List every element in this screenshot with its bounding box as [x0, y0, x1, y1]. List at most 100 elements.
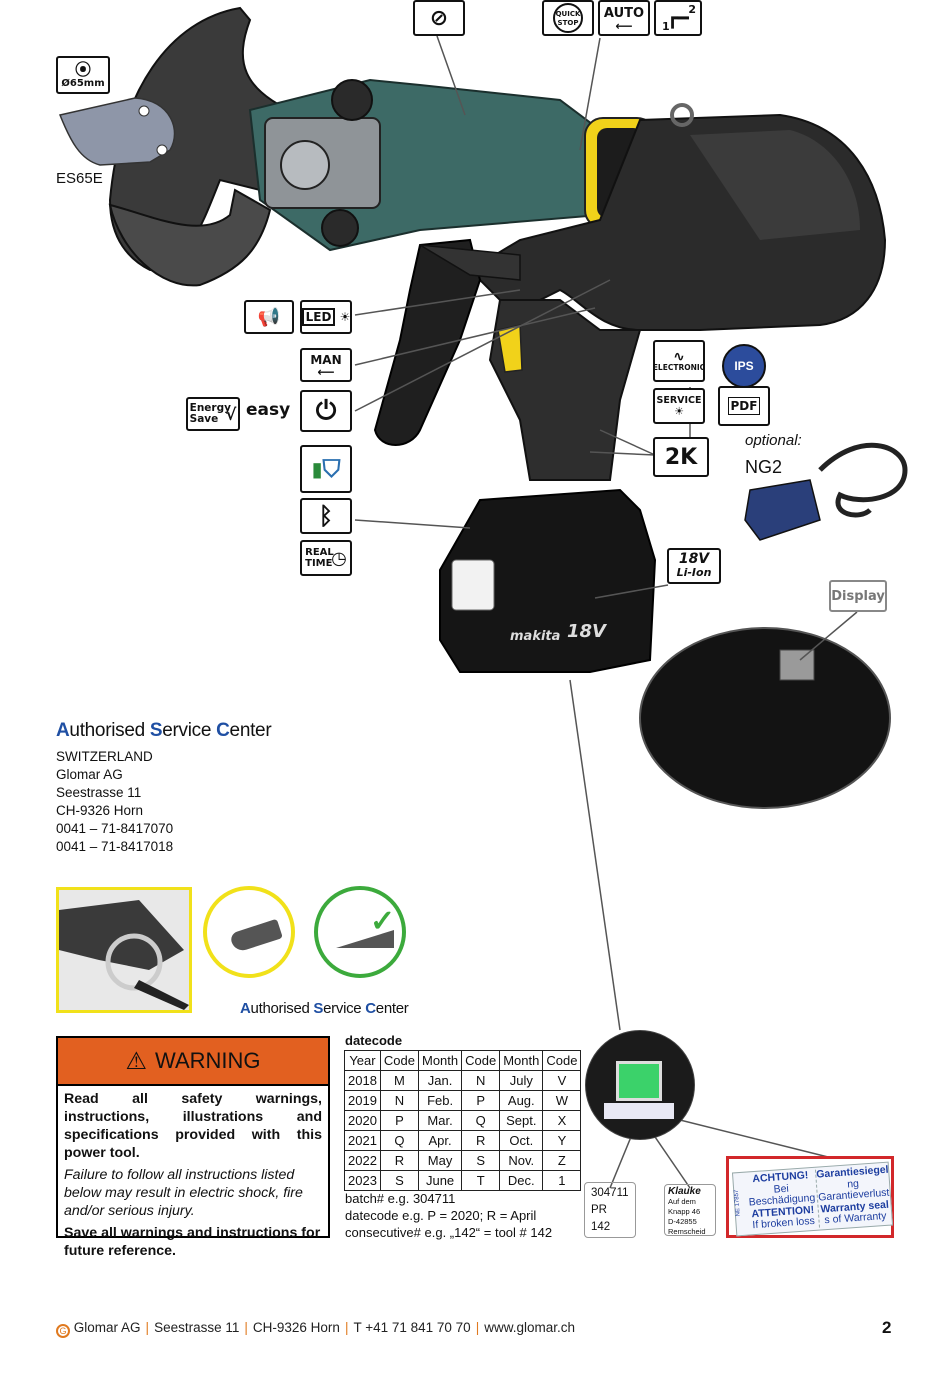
footer-street: Seestrasse 11: [154, 1320, 240, 1335]
warning-bold-1: Read all safety warnings, instructions, …: [64, 1091, 322, 1161]
two-k-icon: 2K: [653, 437, 709, 477]
battery-18v-label: 18V: [678, 551, 710, 567]
glomar-logo-icon: G: [56, 1324, 70, 1338]
man-label: MAN: [310, 353, 342, 367]
datecode-notes: batch# e.g. 304711 datecode e.g. P = 202…: [345, 1190, 552, 1241]
warning-box: ⚠ WARNING Read all safety warnings, inst…: [56, 1036, 330, 1259]
display-zoom-circle: [639, 627, 891, 809]
tag-line-1: 304711: [591, 1187, 629, 1199]
tag-line-3: 142: [591, 1221, 611, 1233]
footer-phone: T +41 71 841 70 70: [353, 1320, 471, 1335]
seal-of-warranty: s of Warranty: [824, 1209, 887, 1227]
quick-stop-label: QUICK STOP: [553, 3, 583, 33]
street: Seestrasse 11: [56, 785, 142, 800]
easy-label: easy: [246, 400, 291, 420]
footer-city: CH-9326 Horn: [252, 1320, 340, 1335]
manual-return-icon: MAN ⟵: [300, 348, 352, 382]
auto-return-icon: AUTO ⟵: [598, 0, 650, 36]
pdf-icon: PDF: [718, 386, 770, 426]
power-icon: ⏻: [300, 390, 352, 432]
stage-lower-label: 1: [662, 20, 670, 33]
warranty-seal: NE 17857 ACHTUNG! Bei Beschädigung ATTEN…: [726, 1156, 894, 1238]
klauke-address: Auf dem Knapp 46: [668, 1197, 701, 1216]
ng2-label: NG2: [745, 457, 783, 477]
stage-upper-label: 2: [688, 3, 696, 16]
energy-save-label: Energy Save: [189, 402, 231, 425]
batch-label-tag: 304711 PR 142: [584, 1182, 636, 1238]
ng2-charger: [744, 479, 821, 541]
tag-line-2: PR: [591, 1204, 607, 1216]
ips-label: IPS: [734, 359, 754, 373]
good-blade-circle: ✓: [314, 886, 406, 978]
two-stage-icon: 2 1 ┏━: [654, 0, 702, 36]
blade-size-label: Ø65mm: [61, 77, 105, 89]
battery-type-label: Li-Ion: [676, 566, 712, 579]
horn-icon: 📢: [244, 300, 294, 334]
tool-handle: [488, 299, 642, 481]
service-center-title: Authorised Service Center: [56, 720, 272, 741]
footer-company: Glomar AG: [73, 1320, 141, 1335]
trigger: [497, 324, 523, 373]
quick-stop-icon: QUICK STOP: [542, 0, 594, 36]
service-center-address: SWITZERLAND Glomar AG Seestrasse 11 CH-9…: [56, 748, 173, 856]
seal-if-broken: If broken loss: [752, 1214, 816, 1232]
electronic-label: ELECTRONIC: [652, 362, 706, 372]
klauke-zip: D-42855: [668, 1217, 697, 1226]
note-consecutive: consecutive# e.g. „142“ = tool # 142: [345, 1225, 553, 1240]
service-icon: SERVICE ☀: [653, 388, 705, 424]
warning-italic: Failure to follow all instructions liste…: [64, 1167, 303, 1219]
led-label: LED: [301, 308, 336, 326]
two-k-label: 2K: [664, 444, 698, 470]
optional-label: optional:: [745, 432, 802, 449]
auto-label: AUTO: [603, 5, 645, 21]
led-icon: LED ☀: [300, 300, 352, 334]
warning-title: WARNING: [155, 1048, 261, 1073]
service-center-caption: Authorised Service Center: [240, 1000, 409, 1017]
blade-inspection-photo: [56, 887, 192, 1013]
worn-blade-circle: [203, 886, 295, 978]
head-bolt: [280, 140, 330, 190]
ip-protection-icon: ▮⛉: [300, 445, 352, 493]
warning-triangle-icon: ⚠: [125, 1047, 147, 1075]
warning-header: ⚠ WARNING: [58, 1038, 328, 1086]
display-icon: Display: [829, 580, 887, 612]
klauke-tag: Klauke Auf dem Knapp 46 D-42855 Remschei…: [664, 1184, 716, 1236]
label-zoom-circle: [585, 1030, 695, 1140]
ips-icon: IPS: [722, 344, 766, 388]
no-manual-pump-icon: ⊘: [413, 0, 465, 36]
klauke-city: Remscheid: [668, 1227, 706, 1236]
phone-2: 0041 – 71-8417018: [56, 839, 174, 854]
display-label: Display: [831, 588, 885, 604]
energy-save-icon: Energy Save√: [186, 397, 240, 431]
footer: G Glomar AG|Seestrasse 11|CH-9326 Horn|T…: [56, 1320, 575, 1338]
check-icon: ✓: [370, 905, 396, 938]
battery-brand: makita: [510, 629, 560, 644]
real-time-label: REAL TIME: [305, 547, 334, 569]
real-time-icon: REAL TIME◷: [300, 540, 352, 576]
city: CH-9326 Horn: [56, 803, 144, 818]
pdf-label: PDF: [727, 397, 761, 415]
country: SWITZERLAND: [56, 749, 153, 764]
blade-size-icon: ⦿ Ø65mm: [56, 56, 110, 94]
datecode-title: datecode: [345, 1033, 403, 1048]
battery-voltage-label: 18V: [567, 621, 608, 642]
seal-side-label: NE 17857: [733, 1189, 742, 1217]
lower-jaw-shape: [108, 188, 272, 287]
note-batch: batch# e.g. 304711: [345, 1191, 456, 1206]
es65e-blade: [58, 97, 176, 166]
service-label: SERVICE: [656, 395, 702, 406]
footer-web[interactable]: www.glomar.ch: [484, 1320, 575, 1335]
company: Glomar AG: [56, 767, 123, 782]
note-datecode: datecode e.g. P = 2020; R = April: [345, 1208, 537, 1223]
page-number: 2: [882, 1318, 892, 1337]
battery-18v-icon: 18V Li-Ion: [667, 548, 721, 584]
